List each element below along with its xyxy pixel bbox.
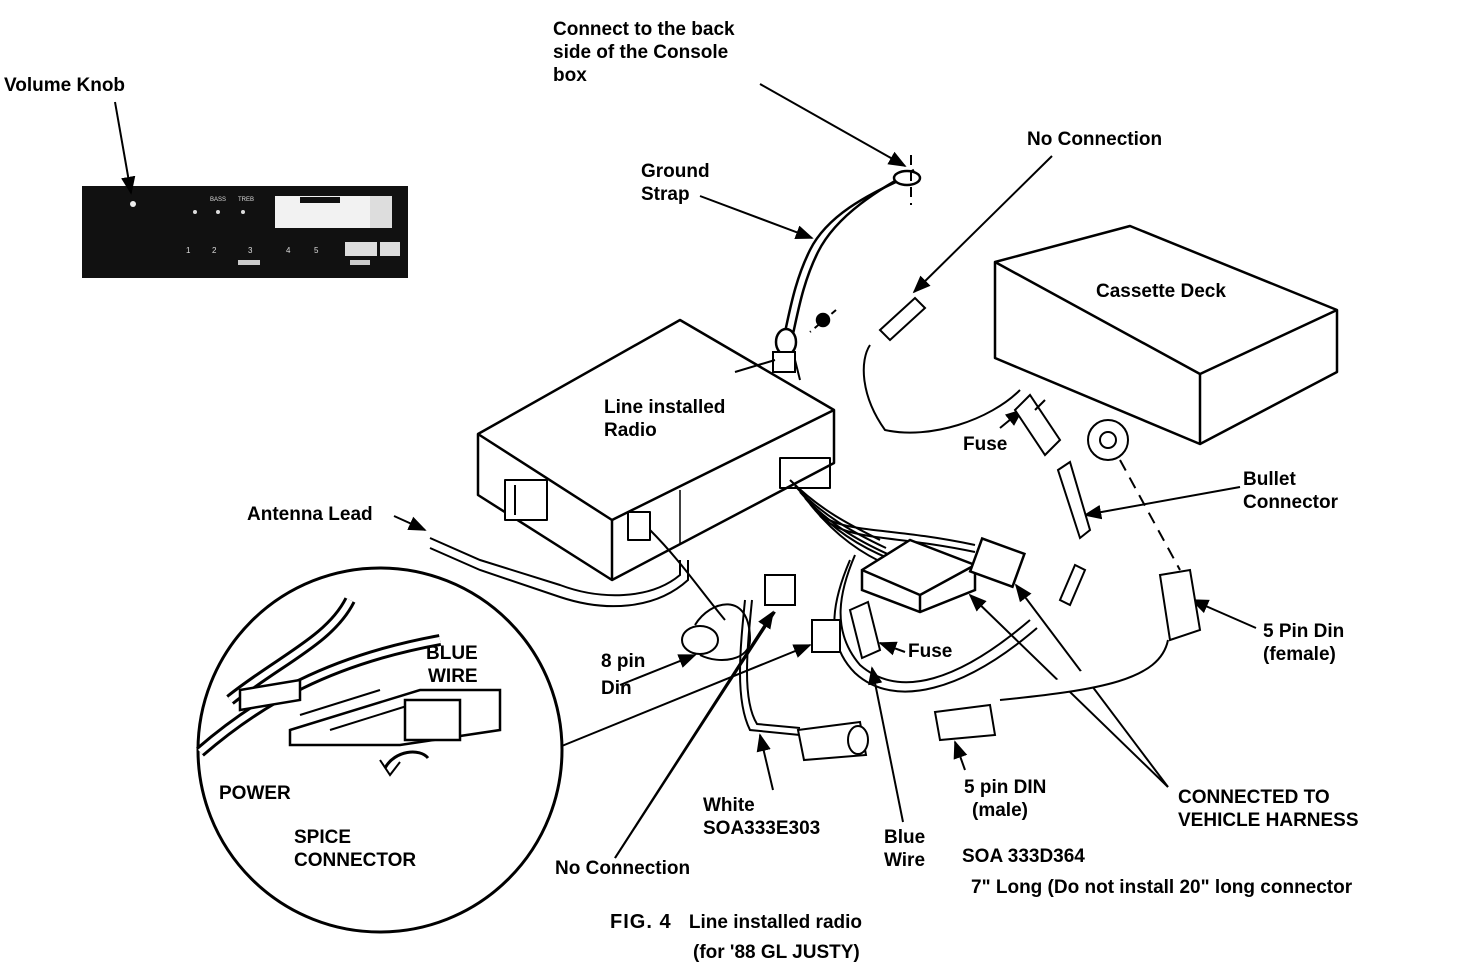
pin8-din-label: 8 pin Din bbox=[601, 650, 645, 700]
blue-wire-line-2: Wire bbox=[884, 850, 926, 871]
blue-wire-inset-label: BLUE WIRE bbox=[412, 642, 478, 688]
blue-wire-label: Blue Wire bbox=[884, 826, 925, 872]
bullet-connector bbox=[1056, 460, 1092, 540]
pin5-male-plug bbox=[933, 703, 997, 742]
antenna-leader bbox=[393, 515, 427, 531]
lower-fuse bbox=[848, 600, 882, 660]
connected-harness-label: CONNECTED TO VEHICLE HARNESS bbox=[1178, 786, 1359, 832]
console-note-line-3: box bbox=[553, 65, 587, 86]
harness-connector bbox=[860, 536, 1027, 614]
pin5-female-plug bbox=[1158, 568, 1202, 642]
spice-connector-line-2: CONNECTOR bbox=[294, 850, 417, 871]
preset-3: 3 bbox=[248, 246, 253, 255]
inset-leader bbox=[551, 644, 812, 751]
spice-connector-line-1: SPICE bbox=[294, 827, 352, 848]
console-note-line-1: Connect to the back bbox=[553, 19, 735, 40]
power-label: POWER bbox=[219, 783, 291, 804]
bullet-connector-line-2: Connector bbox=[1243, 492, 1338, 513]
pin5-din-male-label: 5 pin DIN (male) bbox=[964, 776, 1046, 822]
radio-box bbox=[476, 318, 836, 582]
ground-strap bbox=[734, 155, 922, 381]
radio-faceplate: BASS TREB 1 2 3 4 5 bbox=[82, 186, 408, 278]
blue-wire-leader bbox=[868, 666, 904, 823]
volume-knob-icon bbox=[130, 201, 136, 207]
radio-label: Line installed Radio bbox=[604, 396, 725, 442]
figure-number: FIG. 4 bbox=[610, 911, 672, 933]
pin5-female-line-1: 5 Pin Din bbox=[1263, 621, 1345, 642]
pin5-male-line-2: (male) bbox=[972, 800, 1028, 821]
pin8-din-line-1: 8 pin bbox=[601, 651, 646, 672]
blue-wire-inset-line-1: BLUE bbox=[426, 643, 478, 664]
pin5-male-leader bbox=[953, 740, 968, 771]
console-note: Connect to the back side of the Console … bbox=[553, 18, 735, 87]
no-connection-top-leader bbox=[912, 155, 1053, 294]
upper-fuse bbox=[1013, 393, 1062, 457]
figure-title: Line installed radio bbox=[688, 912, 863, 933]
fuse-lower-label: Fuse bbox=[908, 641, 953, 662]
pin8-din-line-2: Din bbox=[601, 678, 632, 699]
cassette-deck-box bbox=[993, 224, 1339, 446]
pin5-female-line-2: (female) bbox=[1263, 644, 1336, 665]
wiring-harness bbox=[429, 479, 1038, 736]
fuse-lower-leader bbox=[878, 641, 906, 656]
figure-caption: FIG. 4 Line installed radio bbox=[610, 911, 862, 934]
blue-wire-line-1: Blue bbox=[884, 827, 926, 848]
no-connection-top-label: No Connection bbox=[1027, 129, 1163, 150]
bullet-leader bbox=[1083, 486, 1241, 520]
pin5-male-line-1: 5 pin DIN bbox=[964, 777, 1047, 798]
white-wire-leader bbox=[756, 733, 774, 791]
pin8-din-plug bbox=[681, 625, 719, 655]
soa-part-label: SOA 333D364 bbox=[962, 846, 1085, 867]
preset-4: 4 bbox=[286, 246, 291, 255]
pin8-leader bbox=[619, 654, 697, 686]
faceplate-label-treb: TREB bbox=[238, 197, 254, 203]
ground-strap-label: Ground Strap bbox=[641, 160, 710, 206]
antenna-lead-label: Antenna Lead bbox=[247, 504, 373, 525]
connected-harness-line-1: CONNECTED TO bbox=[1178, 787, 1330, 808]
connected-harness-line-2: VEHICLE HARNESS bbox=[1178, 810, 1359, 831]
white-wire-line-2: SOA333E303 bbox=[703, 818, 821, 839]
bullet-connector-label: Bullet Connector bbox=[1243, 468, 1338, 514]
volume-knob-label: Volume Knob bbox=[4, 75, 126, 96]
preset-5: 5 bbox=[314, 246, 319, 255]
cassette-deck-label: Cassette Deck bbox=[1096, 281, 1226, 302]
fuse-upper-label: Fuse bbox=[963, 434, 1008, 455]
white-wire-label: White SOA333E303 bbox=[703, 794, 820, 840]
pin5-female-leader bbox=[1190, 599, 1257, 629]
radio-label-line-1: Line installed bbox=[604, 397, 726, 418]
blue-wire-inset-line-2: WIRE bbox=[428, 666, 478, 687]
radio-label-line-2: Radio bbox=[604, 420, 657, 441]
preset-2: 2 bbox=[212, 246, 217, 255]
preset-1: 1 bbox=[186, 246, 191, 255]
no-connection-plug bbox=[878, 296, 927, 342]
spice-connector-inset bbox=[196, 566, 564, 934]
console-note-line-2: side of the Console bbox=[553, 42, 729, 63]
bullet-connector-line-1: Bullet bbox=[1243, 469, 1296, 490]
ground-strap-leader bbox=[699, 195, 814, 240]
white-wire-line-1: White bbox=[703, 795, 755, 816]
faceplate-label-bass: BASS bbox=[210, 197, 226, 203]
console-leader bbox=[759, 83, 907, 167]
figure-subtitle: (for '88 GL JUSTY) bbox=[693, 942, 860, 963]
connectors bbox=[681, 296, 1202, 762]
long-note-label: 7" Long (Do not install 20" long connect… bbox=[971, 877, 1353, 898]
ground-strap-line-2: Strap bbox=[641, 184, 690, 205]
spice-connector-label: SPICE CONNECTOR bbox=[294, 826, 416, 872]
volume-knob-leader bbox=[114, 101, 136, 195]
pin5-din-female-label: 5 Pin Din (female) bbox=[1263, 620, 1344, 666]
no-connection-bottom-label: No Connection bbox=[555, 858, 691, 879]
ground-strap-line-1: Ground bbox=[641, 161, 710, 182]
white-plug-clip bbox=[811, 619, 841, 653]
